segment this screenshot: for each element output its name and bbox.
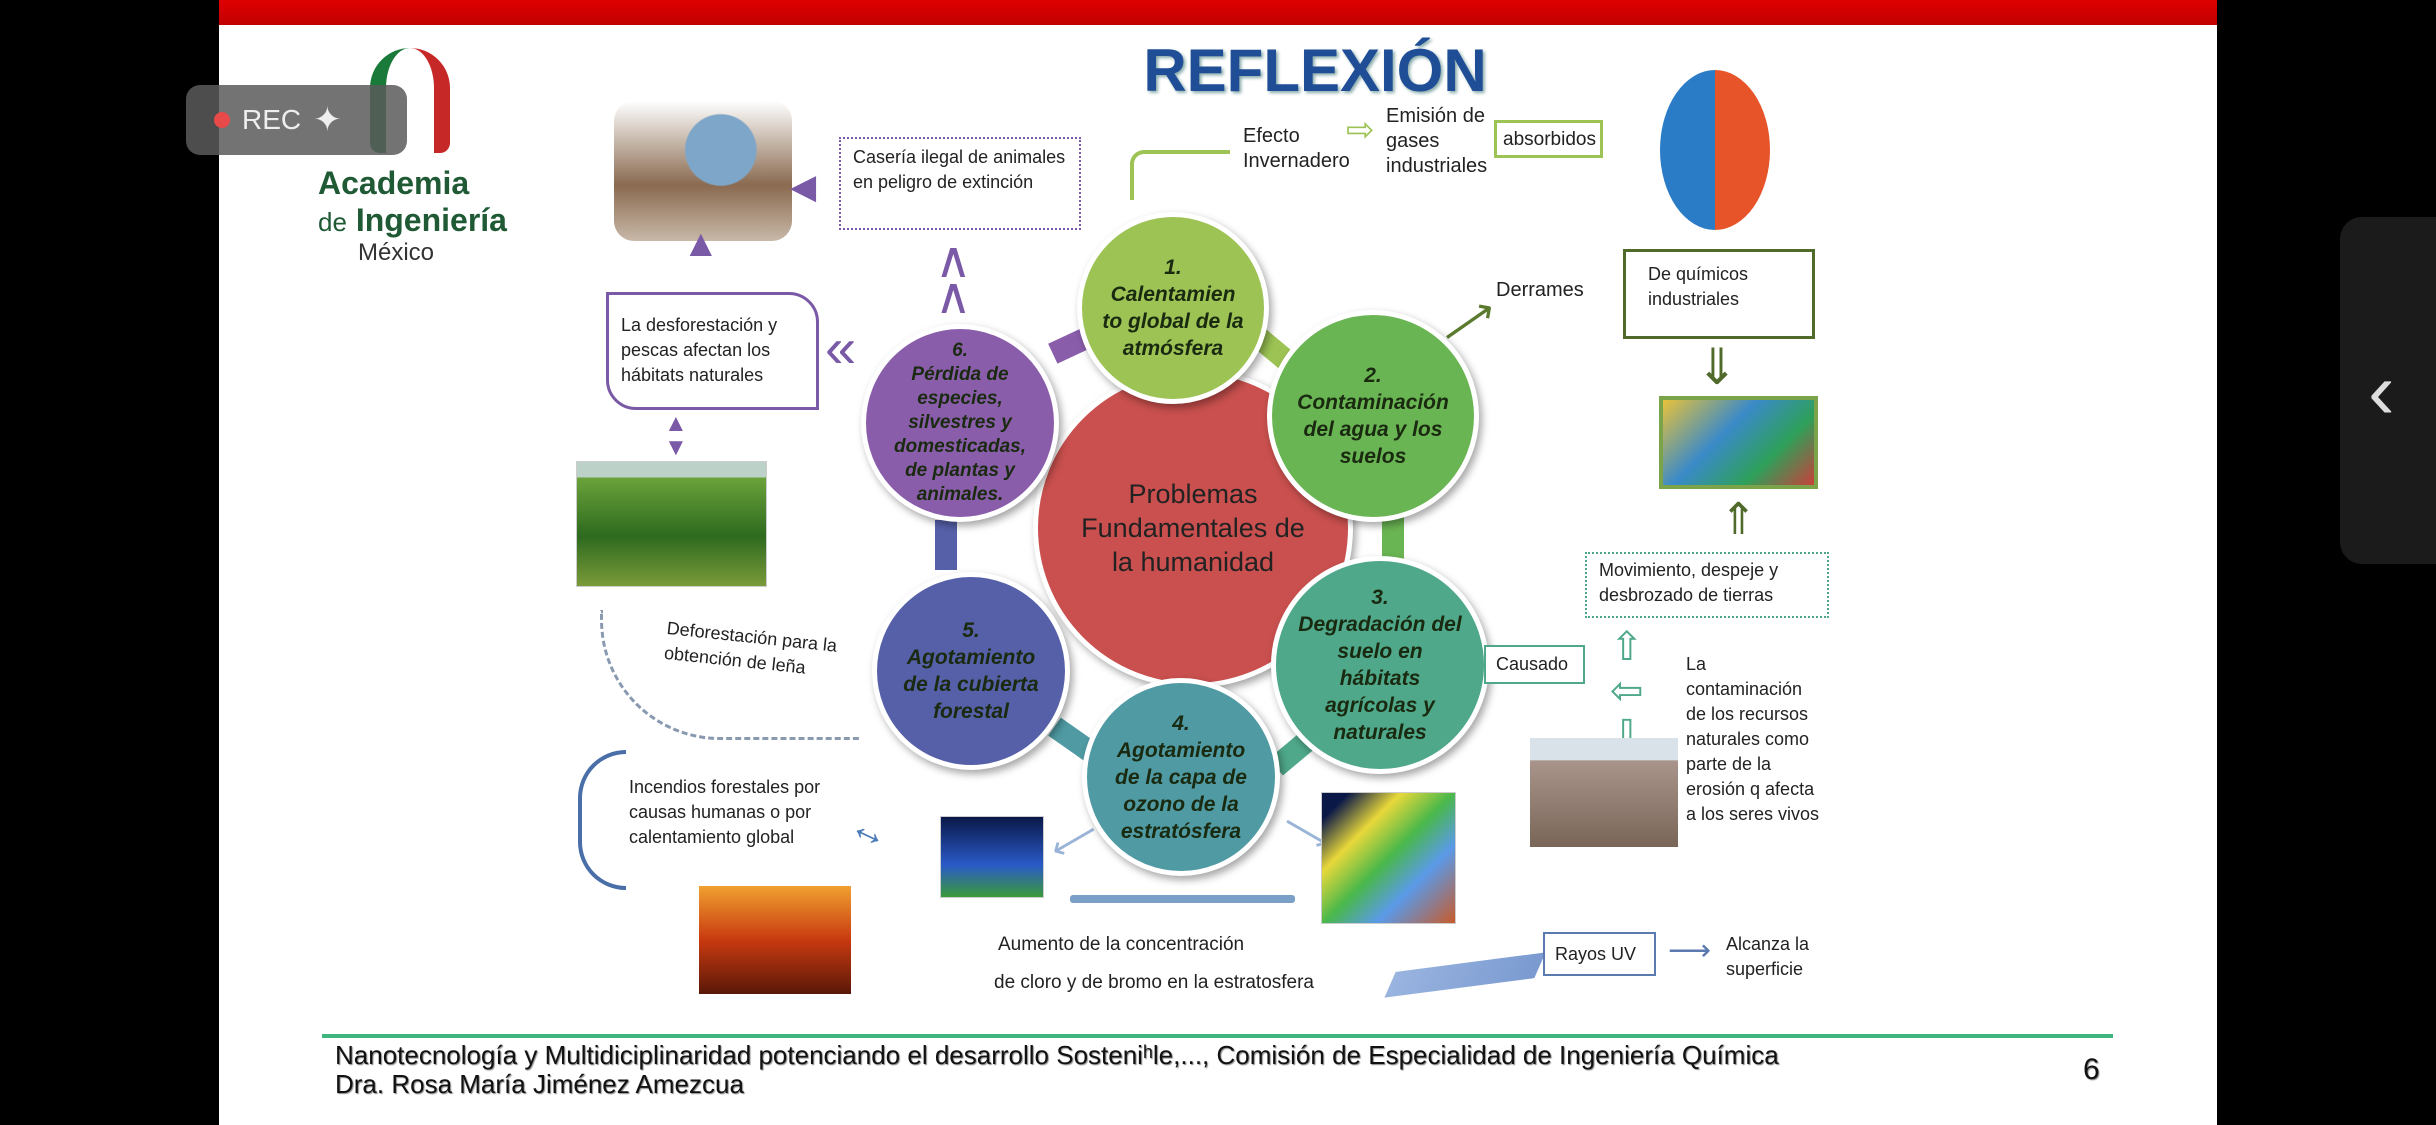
logo-de: de [318, 207, 347, 237]
sparkle-icon: ✦ [313, 101, 342, 139]
problem-text: Pérdida de especies, silvestres y domest… [894, 364, 1026, 505]
problem-num: 6. [952, 340, 968, 361]
problem-num: 3. [1371, 586, 1389, 609]
problem-num: 4. [1172, 711, 1190, 735]
absorbidos-box: absorbidos [1494, 120, 1603, 158]
problem-6: 6. Pérdida de especies, silvestres y dome… [861, 324, 1059, 522]
footer-line2: Dra. Rosa María Jiménez Amezcua [335, 1069, 744, 1099]
quimicos-box: De químicos industriales [1623, 249, 1815, 339]
chevron-left-icon: ‹ [2368, 345, 2395, 435]
alcanza-text: Alcanza la superficie [1726, 934, 1810, 979]
problem-1: 1. Calentamien to global de la atmósfera [1077, 212, 1269, 404]
movimiento-box: Movimiento, despeje y desbrozado de tier… [1585, 552, 1829, 618]
problem-text: Agotamiento de la capa de ozono de la es… [1115, 738, 1247, 843]
rayos-uv-box: Rayos UV [1543, 932, 1656, 976]
caseria-box: Casería ilegal de animales en peligro de… [839, 137, 1081, 230]
problem-num: 2. [1364, 364, 1382, 387]
problem-num: 1. [1164, 256, 1182, 279]
derrames: Derrames [1496, 279, 1584, 301]
slide-title: REFLEXIÓN [1143, 37, 1487, 104]
side-panel-handle[interactable]: ‹ [2340, 217, 2436, 564]
problem-2: 2. Contaminación del agua y los suelos [1267, 310, 1479, 522]
rec-label: REC [242, 104, 302, 135]
logo-line3: México [358, 239, 435, 266]
causado-box: Causado [1484, 645, 1585, 684]
aumento-line1: Aumento de la concentración [998, 934, 1245, 955]
center-label: Problemas Fundamentales de la humanidad [1081, 479, 1305, 577]
page-number: 6 [2083, 1053, 2100, 1086]
desforestacion-box: La desforestación y pescas afectan los h… [606, 292, 819, 410]
problem-text: Agotamiento de la cubierta forestal [903, 646, 1039, 723]
problem-text: Degradación del suelo en hábitats agríco… [1298, 613, 1462, 744]
problem-num: 5. [962, 619, 980, 642]
contaminacion-text: La contaminación de los recursos natural… [1686, 654, 1820, 824]
problem-5: 5. Agotamiento de la cubierta forestal [872, 572, 1070, 770]
problem-4: 4. Agotamiento de la capa de ozono de la … [1082, 678, 1280, 876]
slide-top-bar [219, 0, 2217, 25]
rec-indicator[interactable]: REC ✦ [186, 85, 407, 155]
logo-line1: Academia [318, 165, 470, 201]
emision-gases: Emisión de gases industriales [1386, 105, 1488, 177]
logo-line2: Ingeniería [355, 202, 507, 238]
problem-text: Calentamien to global de la atmósfera [1102, 283, 1244, 360]
problem-3: 3. Degradación del suelo en hábitats agrí… [1271, 556, 1489, 774]
aumento-line2: de cloro y de bromo en la estratosfera [994, 972, 1315, 993]
footer-line1: Nanotecnología y Multidiciplinaridad pot… [335, 1040, 1779, 1070]
incendios-text: Incendios forestales por causas humanas … [629, 775, 839, 850]
record-dot-icon [214, 112, 230, 128]
logo: Academia de Ingeniería México [318, 165, 507, 267]
efecto-invernadero: Efecto Invernadero [1243, 125, 1350, 172]
problem-text: Contaminación del agua y los suelos [1297, 391, 1449, 468]
